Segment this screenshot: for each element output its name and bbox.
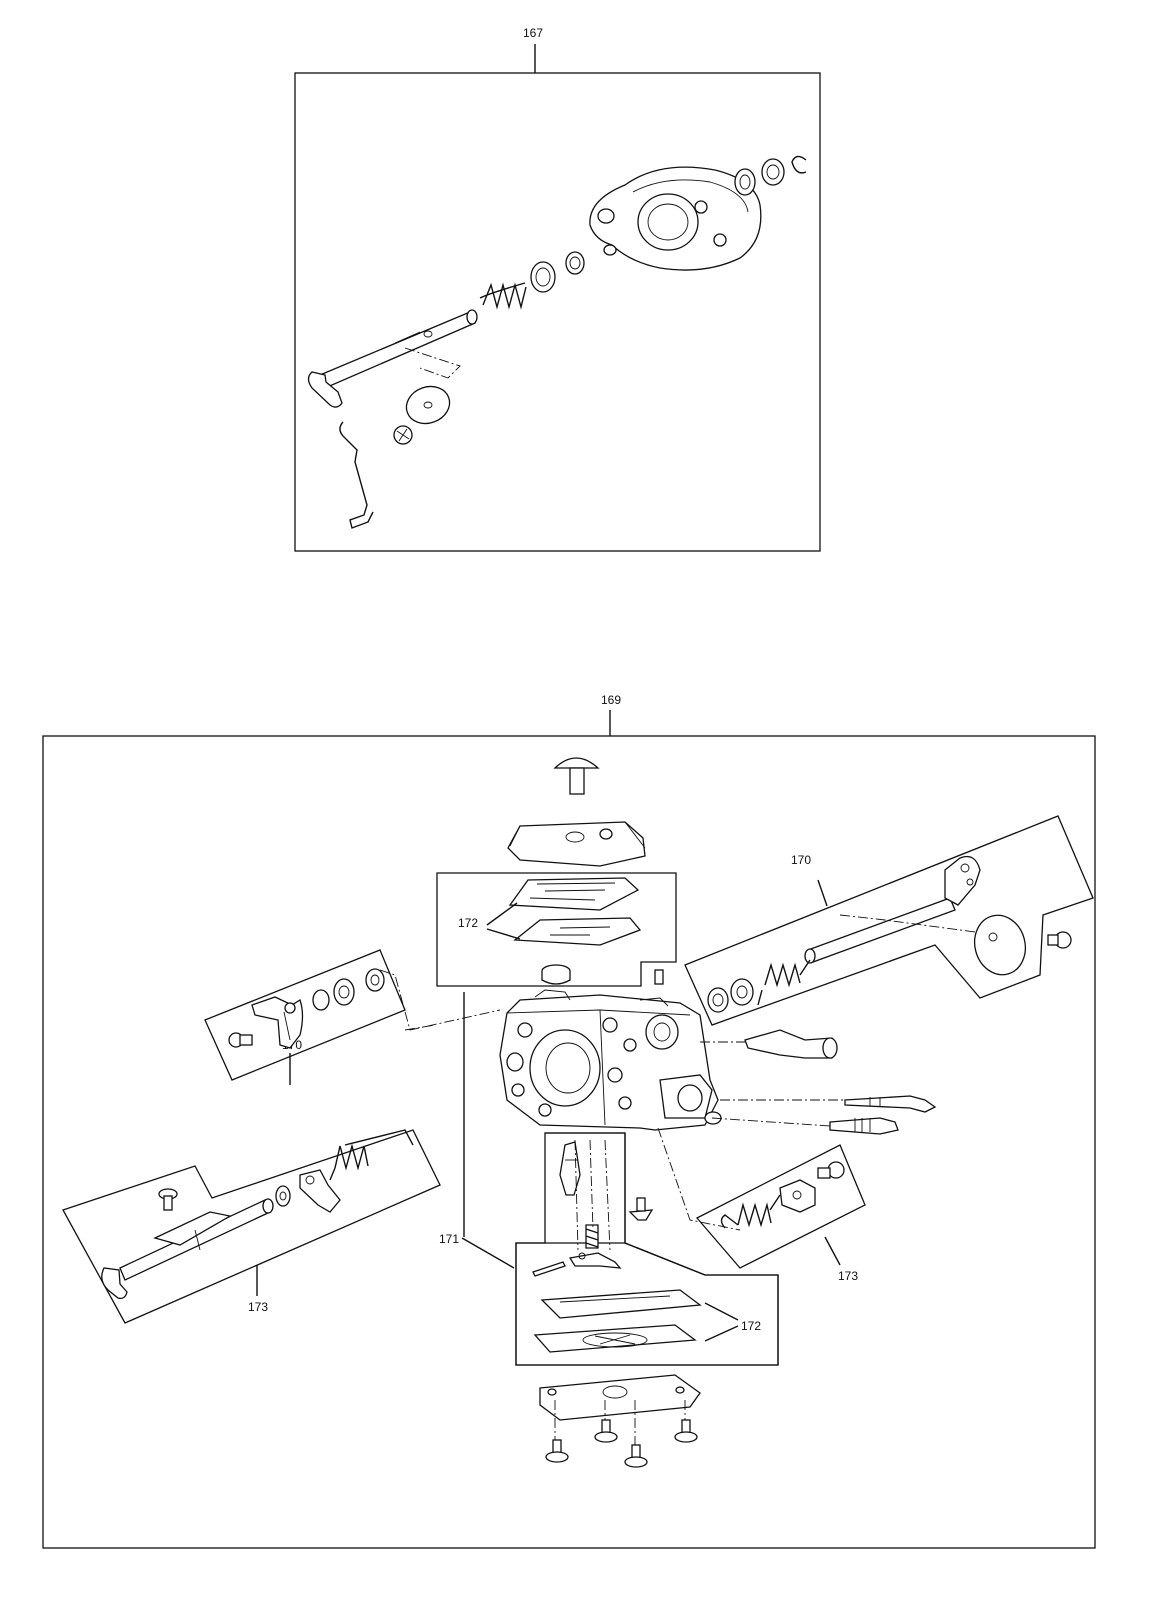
lever-pin <box>532 1261 566 1277</box>
choke-screw-right <box>817 1161 845 1179</box>
choke-shaft-left <box>101 1198 274 1300</box>
shaft-box-right <box>684 815 1094 1026</box>
adjust-needle-high <box>844 1095 937 1113</box>
leader-171 <box>461 1237 515 1269</box>
pump-cover <box>507 821 646 867</box>
choke-box-left <box>62 1129 441 1324</box>
inlet-needle <box>559 1141 581 1196</box>
callout-172-upper: 172 <box>458 916 479 930</box>
bottom-screw-1 <box>545 1439 569 1463</box>
choke-washer-hole-left <box>279 1191 287 1201</box>
bushing-left <box>530 251 585 293</box>
plate-screw-right <box>1047 931 1072 949</box>
small-screw-lower <box>628 1197 654 1221</box>
leader-173-right <box>824 1236 841 1266</box>
assembly-line-left <box>379 969 501 1031</box>
spring-right <box>757 959 811 1006</box>
bottom-cover <box>539 1374 701 1421</box>
choke-screw-left <box>158 1188 178 1211</box>
adjust-needle-low <box>829 1117 899 1135</box>
gasket-lower-b <box>533 1324 697 1353</box>
lever-left <box>251 996 304 1049</box>
throttle-shaft-right <box>804 855 981 964</box>
part-number-167: 167 <box>523 26 544 40</box>
choke-washer-left <box>275 1185 291 1207</box>
callout-173-left: 173 <box>248 1300 269 1314</box>
callout-171: 171 <box>439 1232 460 1246</box>
washers-right <box>707 978 754 1013</box>
leader-170-right <box>817 879 828 907</box>
washers-left <box>312 968 385 1011</box>
plug-upper <box>541 964 571 985</box>
frame-167 <box>294 72 821 552</box>
linkage-rod <box>339 421 374 529</box>
bottom-screw-2 <box>594 1419 618 1443</box>
assembly-line-top <box>404 347 461 379</box>
gasket-lower-a <box>540 1289 702 1319</box>
assembly-line-choke-right <box>657 1127 741 1231</box>
throttle-plate <box>405 385 451 425</box>
lower-assembly-box <box>515 1132 779 1366</box>
throttle-shaft <box>307 309 478 408</box>
part-number-169: 169 <box>601 693 622 707</box>
gasket-box-upper <box>436 872 677 987</box>
choke-box-right <box>695 1144 866 1269</box>
bottom-screw-3 <box>624 1444 648 1468</box>
choke-lever-right <box>779 1179 816 1213</box>
return-spring <box>479 282 527 310</box>
choke-spring-right <box>720 1194 781 1229</box>
callout-173-right: 173 <box>838 1269 859 1283</box>
carburetor-body <box>499 989 722 1131</box>
cover-screw <box>553 757 600 795</box>
lever-screw-left <box>228 1032 253 1048</box>
washer-stack-right <box>734 155 807 196</box>
bottom-screw-4 <box>674 1419 698 1443</box>
assembly-line-right <box>839 914 976 933</box>
assembly-lines-lower <box>574 1139 611 1251</box>
callout-170-right: 170 <box>791 853 812 867</box>
gasket-upper-b <box>513 917 642 946</box>
pin-upper <box>654 969 664 985</box>
frame-169 <box>42 735 1096 1549</box>
leader-172-lower <box>704 1302 739 1342</box>
choke-lever-left <box>299 1169 341 1213</box>
gasket-upper-a <box>508 877 640 911</box>
throttle-plate-right <box>973 914 1027 976</box>
metering-lever <box>568 1252 622 1269</box>
plate-screw <box>393 425 413 445</box>
shaft-box-left <box>204 949 406 1081</box>
idle-screw <box>744 1029 838 1059</box>
choke-spring-left <box>329 1129 414 1181</box>
assembly-lines-needles <box>700 1041 845 1127</box>
callout-172-lower: 172 <box>741 1319 762 1333</box>
diagram-169 <box>42 710 1096 1549</box>
leader-172-upper <box>486 902 521 940</box>
diagram-167 <box>294 44 821 552</box>
flange-body <box>589 166 762 271</box>
metering-spring <box>585 1224 599 1249</box>
assembly-lines-screws <box>554 1400 686 1445</box>
